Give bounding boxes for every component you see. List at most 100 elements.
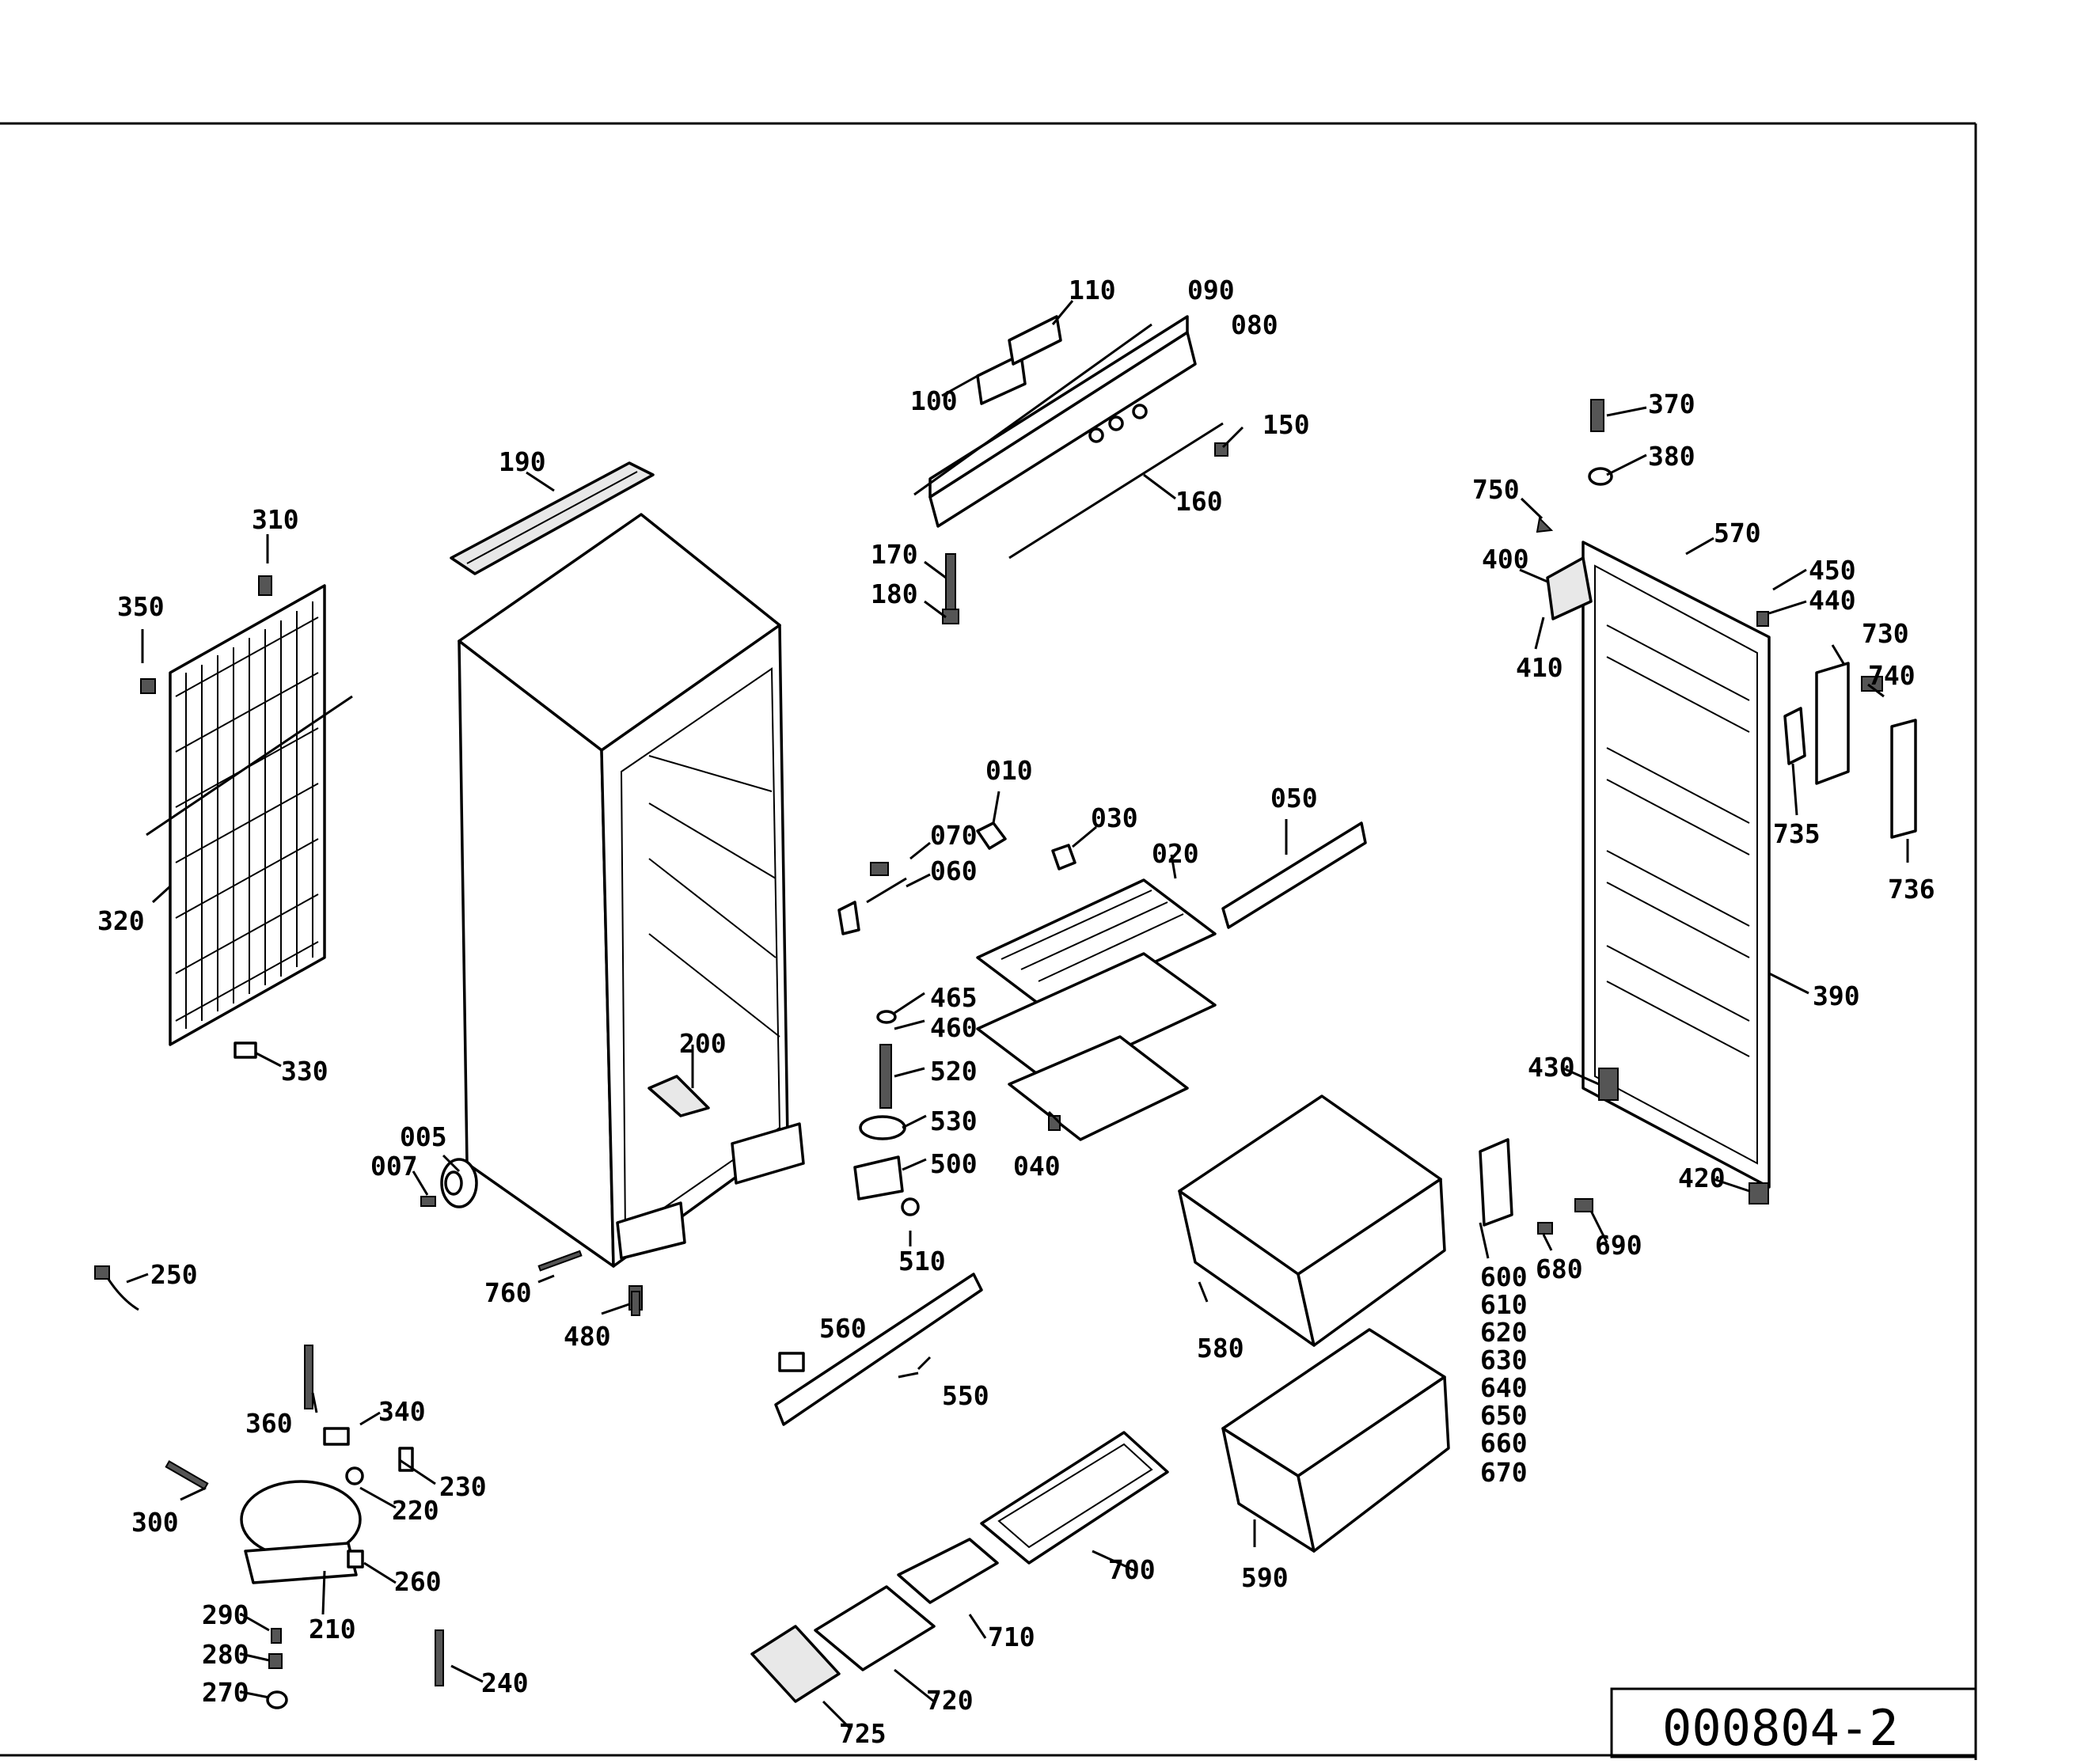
label-740: 740 (1868, 660, 1916, 691)
label-660: 660 (1480, 1428, 1528, 1459)
part-box-720 (814, 1585, 936, 1671)
part-condenser (140, 575, 353, 1059)
label-760: 760 (484, 1277, 532, 1308)
label-360: 360 (245, 1408, 293, 1439)
part-compressor (94, 1250, 640, 1709)
part-door (1536, 399, 1771, 1204)
label-480: 480 (564, 1321, 611, 1352)
label-590: 590 (1241, 1562, 1289, 1593)
part-fan-motor (420, 1158, 478, 1208)
label-010: 010 (985, 755, 1033, 786)
label-580: 580 (1197, 1333, 1244, 1364)
label-380: 380 (1648, 441, 1695, 472)
part-door-bracket (1783, 662, 1917, 839)
label-020: 020 (1152, 838, 1199, 869)
label-650: 650 (1480, 1400, 1528, 1431)
label-690: 690 (1595, 1230, 1642, 1261)
label-260: 260 (394, 1566, 442, 1597)
label-090: 090 (1187, 275, 1235, 305)
label-630: 630 (1480, 1345, 1528, 1375)
part-cover-600 (1479, 1138, 1593, 1235)
part-cabinet (458, 513, 789, 1268)
label-310: 310 (252, 504, 299, 535)
label-005: 005 (400, 1121, 447, 1152)
label-240: 240 (481, 1667, 529, 1698)
part-control-panel (913, 315, 1228, 624)
label-465: 465 (930, 982, 978, 1013)
label-430: 430 (1528, 1052, 1575, 1083)
label-736: 736 (1888, 874, 1935, 905)
part-drawer-580 (1178, 1094, 1446, 1347)
part-lower-hinge-group (853, 1010, 920, 1216)
label-150: 150 (1263, 409, 1310, 440)
label-007: 007 (370, 1151, 418, 1182)
label-220: 220 (392, 1495, 439, 1526)
part-thermostat-group (837, 821, 1076, 935)
label-620: 620 (1480, 1317, 1528, 1348)
label-300: 300 (131, 1507, 179, 1538)
label-350: 350 (117, 591, 165, 622)
part-hinges (616, 1122, 805, 1311)
label-735: 735 (1773, 818, 1821, 849)
label-460: 460 (930, 1012, 978, 1043)
label-500: 500 (930, 1148, 978, 1179)
part-drawer-590 (1221, 1328, 1450, 1553)
part-box-710 (897, 1538, 999, 1604)
label-250: 250 (150, 1259, 198, 1290)
label-700: 700 (1108, 1554, 1156, 1585)
part-bottom-bar (774, 1273, 983, 1426)
label-110: 110 (1069, 275, 1116, 305)
label-510: 510 (898, 1246, 946, 1277)
part-top-grille (450, 461, 655, 575)
label-100: 100 (910, 385, 958, 416)
label-180: 180 (871, 579, 918, 609)
label-370: 370 (1648, 389, 1695, 419)
label-725: 725 (839, 1718, 887, 1749)
label-270: 270 (202, 1677, 249, 1708)
label-750: 750 (1472, 474, 1520, 505)
label-560: 560 (819, 1313, 867, 1344)
label-160: 160 (1175, 486, 1223, 517)
label-640: 640 (1480, 1372, 1528, 1403)
label-210: 210 (309, 1614, 356, 1645)
label-230: 230 (439, 1471, 487, 1502)
label-040: 040 (1013, 1151, 1061, 1182)
label-280: 280 (202, 1639, 249, 1670)
label-070: 070 (930, 820, 978, 851)
label-730: 730 (1862, 618, 1909, 649)
label-600: 600 (1480, 1261, 1528, 1292)
label-710: 710 (988, 1622, 1035, 1652)
label-570: 570 (1714, 518, 1761, 548)
label-530: 530 (930, 1106, 978, 1136)
label-080: 080 (1231, 309, 1278, 340)
label-680: 680 (1536, 1254, 1583, 1284)
label-330: 330 (281, 1056, 328, 1087)
leader-lines (126, 300, 1909, 1731)
part-labels: 005 007 010 020 030 040 050 060 070 080 … (97, 275, 1935, 1757)
label-060: 060 (930, 855, 978, 886)
drawing-frame (0, 122, 1977, 1760)
label-670: 670 (1480, 1457, 1528, 1488)
label-550: 550 (942, 1380, 989, 1411)
label-290: 290 (202, 1599, 249, 1630)
label-720: 720 (926, 1685, 974, 1716)
part-tray-700 (980, 1431, 1169, 1565)
part-shelves (976, 878, 1217, 1141)
label-340: 340 (378, 1396, 426, 1427)
label-030: 030 (1091, 802, 1138, 833)
label-410: 410 (1516, 652, 1563, 683)
part-rail-050 (1221, 821, 1367, 929)
document-number: 000804-2 (1662, 1699, 1899, 1757)
label-450: 450 (1809, 555, 1856, 586)
label-190: 190 (499, 446, 546, 477)
label-050: 050 (1270, 783, 1318, 814)
label-320: 320 (97, 905, 145, 936)
label-440: 440 (1809, 585, 1856, 616)
part-icetray-725 (750, 1625, 841, 1703)
label-200: 200 (679, 1028, 727, 1059)
label-610: 610 (1480, 1289, 1528, 1320)
label-420: 420 (1678, 1163, 1726, 1193)
label-170: 170 (871, 539, 918, 570)
